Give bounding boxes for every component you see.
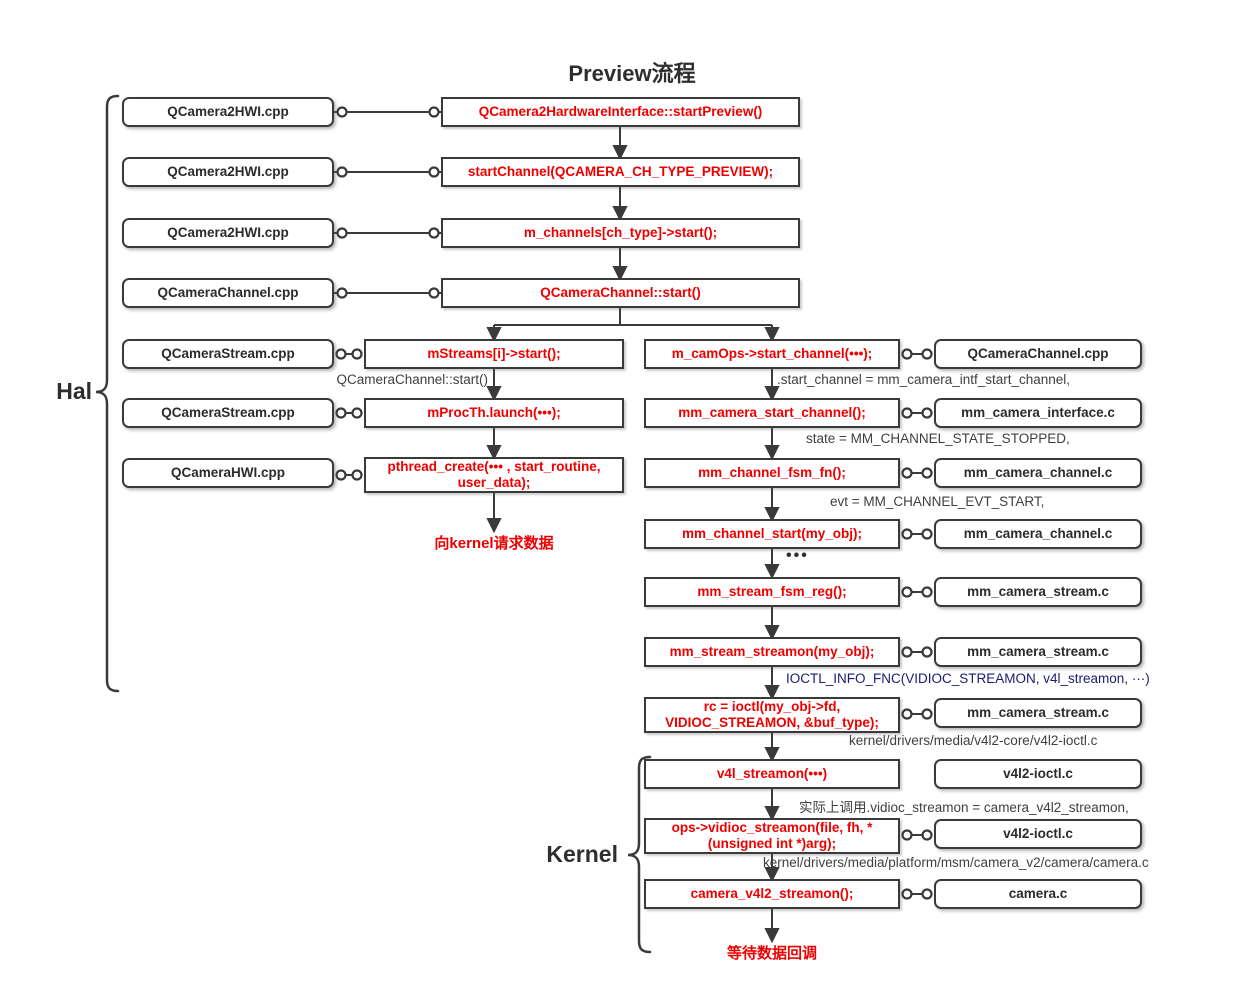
file-box-left-5: QCameraStream.cpp — [122, 398, 334, 428]
call-box-mstreams: mStreams[i]->start(); — [364, 339, 624, 369]
call-box-pthread-create: pthread_create(••• , start_routine, user… — [364, 457, 624, 493]
file-box-right-9: camera.c — [934, 879, 1142, 909]
call-box-mm-stream-fsm-reg: mm_stream_fsm_reg(); — [644, 577, 900, 607]
file-box-right-3: mm_camera_channel.c — [934, 519, 1142, 549]
file-box-right-6: mm_camera_stream.c — [934, 698, 1142, 728]
edge-label-start-channel-assign: .start_channel = mm_camera_intf_start_ch… — [777, 372, 1071, 387]
call-box-mprocth: mProcTh.launch(•••); — [364, 398, 624, 428]
file-box-left-1: QCamera2HWI.cpp — [122, 157, 334, 187]
edge-label-camera-c-path: kernel/drivers/media/platform/msm/camera… — [763, 855, 1149, 870]
file-box-right-8: v4l2-ioctl.c — [934, 819, 1142, 849]
call-box-mm-stream-streamon: mm_stream_streamon(my_obj); — [644, 637, 900, 667]
call-box-rc-ioctl: rc = ioctl(my_obj->fd, VIDIOC_STREAMON, … — [644, 697, 900, 733]
call-box-channel-start: QCameraChannel::start() — [441, 278, 800, 308]
page-title: Preview流程 — [568, 61, 696, 86]
call-box-mm-channel-fsm-fn: mm_channel_fsm_fn(); — [644, 458, 900, 488]
call-box-mchannels: m_channels[ch_type]->start(); — [441, 218, 800, 248]
file-box-left-4: QCameraStream.cpp — [122, 339, 334, 369]
file-box-right-1: mm_camera_interface.c — [934, 398, 1142, 428]
call-box-camops-start-channel: m_camOps->start_channel(•••); — [644, 339, 900, 369]
note-request-kernel: 向kernel请求数据 — [434, 535, 554, 552]
file-box-right-0: QCameraChannel.cpp — [934, 339, 1142, 369]
file-box-left-2: QCamera2HWI.cpp — [122, 218, 334, 248]
edge-label-actual-call: 实际上调用.vidioc_streamon = camera_v4l2_stre… — [799, 800, 1129, 815]
edge-label-v4l2-ioctl-path: kernel/drivers/media/v4l2-core/v4l2-ioct… — [849, 733, 1098, 748]
call-box-ops-vidioc-streamon: ops->vidioc_streamon(file, fh, * (unsign… — [644, 818, 900, 854]
call-box-startpreview: QCamera2HardwareInterface::startPreview(… — [441, 97, 800, 127]
edge-label-ioctl-info-fnc: IOCTL_INFO_FNC(VIDIOC_STREAMON, v4l_stre… — [786, 671, 1150, 686]
edge-label-left-origin: QCameraChannel::start() — [336, 372, 488, 387]
call-box-mm-camera-start-channel: mm_camera_start_channel(); — [644, 398, 900, 428]
section-label-hal: Hal — [56, 378, 92, 404]
call-box-camera-v4l2-streamon: camera_v4l2_streamon(); — [644, 879, 900, 909]
note-wait-callback: 等待数据回调 — [726, 945, 817, 962]
edge-label-state: state = MM_CHANNEL_STATE_STOPPED, — [806, 431, 1070, 446]
edge-label-evt: evt = MM_CHANNEL_EVT_START, — [830, 494, 1045, 509]
hal-brace — [95, 94, 120, 693]
file-box-right-2: mm_camera_channel.c — [934, 458, 1142, 488]
call-box-v4l-streamon: v4l_streamon(•••) — [644, 759, 900, 789]
edge-label-ellipsis: ••• — [786, 547, 809, 564]
file-box-left-6: QCameraHWI.cpp — [122, 458, 334, 488]
file-box-left-3: QCameraChannel.cpp — [122, 278, 334, 308]
file-box-right-7: v4l2-ioctl.c — [934, 759, 1142, 789]
call-box-mm-channel-start: mm_channel_start(my_obj); — [644, 519, 900, 549]
section-label-kernel: Kernel — [546, 841, 618, 867]
file-box-right-4: mm_camera_stream.c — [934, 577, 1142, 607]
call-box-startchannel: startChannel(QCAMERA_CH_TYPE_PREVIEW); — [441, 157, 800, 187]
file-box-left-0: QCamera2HWI.cpp — [122, 97, 334, 127]
file-box-right-5: mm_camera_stream.c — [934, 637, 1142, 667]
